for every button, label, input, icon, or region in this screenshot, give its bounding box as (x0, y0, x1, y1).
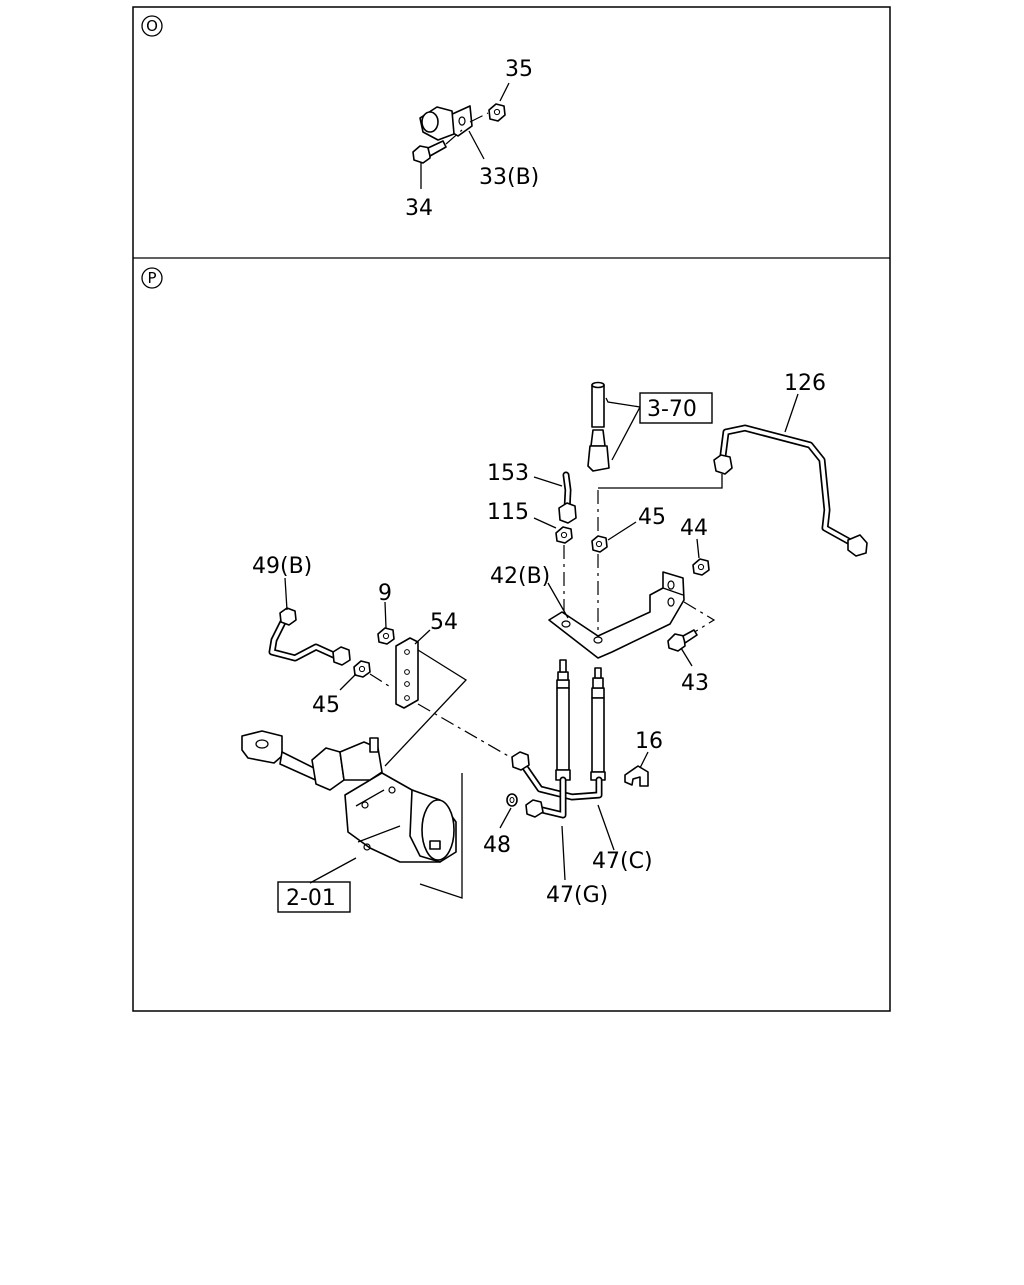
pipe-47g[interactable] (525, 776, 567, 819)
bracket-42b[interactable] (548, 571, 685, 659)
flex-hose-right[interactable] (590, 667, 606, 781)
section-o-parts (412, 82, 510, 189)
leader-lines (420, 82, 510, 189)
assembly-line (445, 112, 489, 145)
bolt-43[interactable] (667, 629, 698, 652)
assembly-line-43 (683, 601, 716, 637)
nut-115[interactable] (555, 526, 573, 544)
callout-115[interactable]: 115 (487, 500, 529, 525)
hose-3-70[interactable] (587, 381, 610, 472)
assembly-lines-lower (369, 673, 511, 758)
washer-48[interactable] (506, 793, 518, 807)
callout-34[interactable]: 34 (405, 196, 433, 221)
nut-9[interactable] (377, 627, 395, 645)
section-marker-o: O (141, 15, 163, 37)
callout-47g[interactable]: 47(G) (546, 883, 608, 908)
callout-33b[interactable]: 33(B) (479, 165, 539, 190)
callout-3-70[interactable]: 3-70 (647, 397, 697, 422)
callout-47c[interactable]: 47(C) (592, 849, 653, 874)
callout-45-lower[interactable]: 45 (312, 693, 340, 718)
callout-54[interactable]: 54 (430, 610, 458, 635)
callout-42b[interactable]: 42(B) (490, 564, 550, 589)
pipe-49b[interactable] (268, 607, 351, 666)
svg-text:O: O (146, 17, 158, 35)
callout-35[interactable]: 35 (505, 57, 533, 82)
pipe-47c[interactable] (511, 751, 603, 801)
joint-line-126 (598, 474, 723, 489)
callout-126[interactable]: 126 (784, 371, 826, 396)
section-marker-p: P (141, 267, 163, 289)
svg-text:P: P (147, 269, 156, 287)
leader-lines-3-70 (605, 397, 641, 461)
pipe-126[interactable] (713, 424, 868, 557)
callout-16[interactable]: 16 (635, 729, 663, 754)
bolt-34[interactable] (412, 140, 447, 164)
clip-16[interactable] (624, 765, 649, 787)
callout-153[interactable]: 153 (487, 461, 529, 486)
bracket-33b[interactable] (419, 105, 473, 141)
leader-lines-section-p (284, 393, 799, 884)
callout-49b[interactable]: 49(B) (252, 554, 312, 579)
flex-hose-left[interactable] (555, 659, 571, 781)
callout-2-01[interactable]: 2-01 (286, 886, 336, 911)
callout-45-upper[interactable]: 45 (638, 505, 666, 530)
ref-box-2-01[interactable] (277, 881, 351, 913)
nut-45-upper[interactable] (591, 535, 608, 553)
nut-44[interactable] (692, 558, 710, 576)
callout-9[interactable]: 9 (378, 581, 392, 606)
callout-44[interactable]: 44 (680, 516, 708, 541)
assembly-lines-bracket (563, 490, 599, 630)
outline-lines-lower (384, 649, 468, 899)
cylinder-2-01[interactable] (241, 730, 457, 863)
pipe-153[interactable] (558, 471, 577, 524)
nut-35[interactable] (488, 103, 506, 122)
diagram-frame (132, 6, 891, 1012)
callout-43[interactable]: 43 (681, 671, 709, 696)
plate-54[interactable] (395, 637, 419, 709)
nut-45-lower[interactable] (353, 660, 371, 678)
callout-48[interactable]: 48 (483, 833, 511, 858)
